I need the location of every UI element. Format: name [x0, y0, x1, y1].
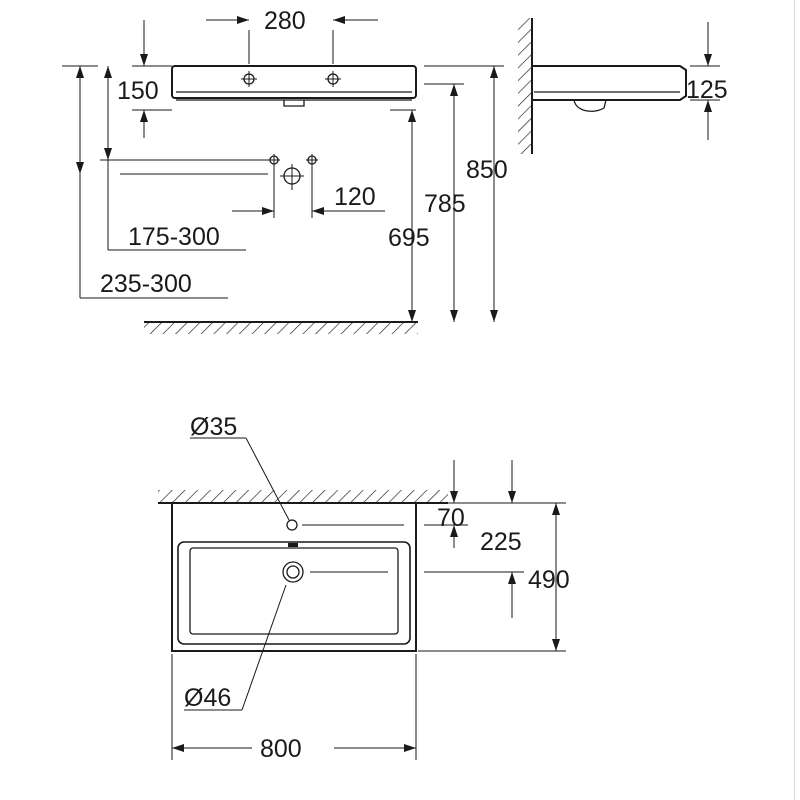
tap-hole-left-icon	[241, 71, 257, 87]
dim-850: 850	[466, 156, 508, 184]
front-basin-outline	[171, 65, 417, 99]
front-view: 280 150 120	[62, 7, 508, 334]
page-edge-divider	[794, 0, 795, 800]
dim-150: 150	[117, 77, 159, 105]
dim-490: 490	[528, 566, 570, 594]
dim-70: 70	[437, 504, 465, 532]
waste-outlet-icon	[282, 561, 304, 583]
side-wall-hatch	[518, 18, 532, 154]
tap-hole-right-icon	[325, 71, 341, 87]
side-view: 125	[518, 18, 728, 154]
front-drain-stub	[283, 100, 305, 107]
dim-785: 785	[424, 190, 466, 218]
dim-695: 695	[388, 224, 430, 252]
dim-175-300: 175-300	[128, 223, 220, 251]
side-drain-stub	[573, 99, 607, 112]
dim-tap-diameter: Ø35	[190, 413, 237, 441]
overflow-slot	[288, 543, 298, 547]
dim-800: 800	[260, 735, 302, 763]
trap-outlet-icon	[280, 164, 304, 190]
dim-waste-diameter: Ø46	[184, 684, 231, 712]
dim-225: 225	[480, 528, 522, 556]
dim-120: 120	[334, 183, 376, 211]
waste-hole-left-icon	[268, 154, 280, 166]
dim-235-300: 235-300	[100, 270, 192, 298]
floor-hatch	[144, 322, 418, 334]
top-bowl-outline	[177, 541, 411, 645]
top-wall-hatch	[158, 490, 448, 502]
tap-hole-icon	[286, 519, 298, 531]
dim-280: 280	[264, 7, 306, 35]
waste-hole-right-icon	[306, 154, 318, 166]
top-basin-outline	[171, 502, 417, 652]
top-view: Ø35 Ø46 70 225 490 800	[158, 413, 570, 763]
dim-125: 125	[686, 76, 728, 104]
side-basin-outline	[532, 65, 687, 101]
